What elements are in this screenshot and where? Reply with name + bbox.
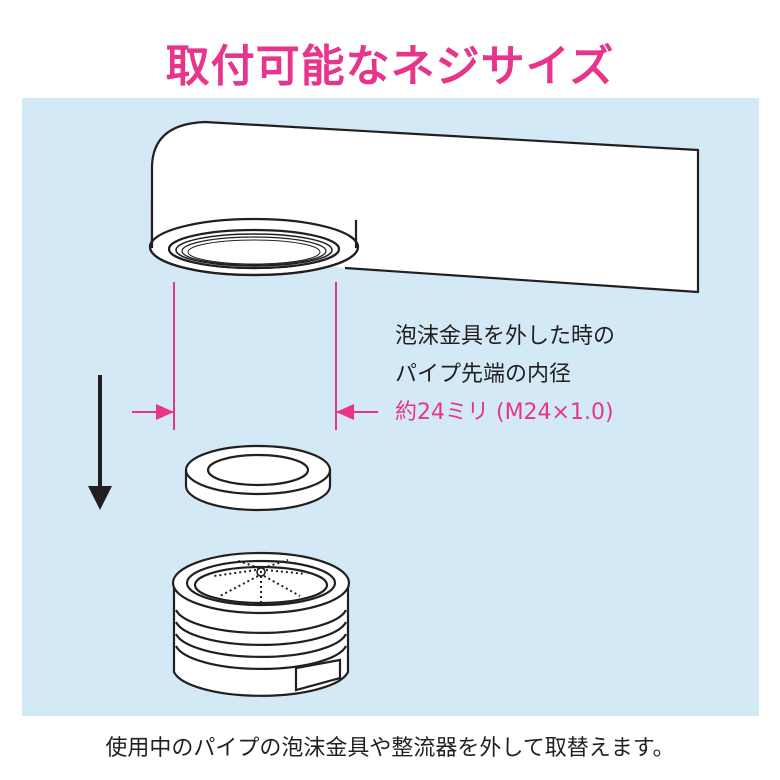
down-arrow-icon (88, 375, 112, 510)
dimension-lines (132, 282, 378, 430)
page-title: 取付可能なネジサイズ (165, 41, 615, 92)
aerator-mesh (213, 559, 307, 602)
dimension-arrow-icon (156, 404, 354, 420)
annotation-line-2: パイプ先端の内径 (395, 362, 572, 387)
annotation-line-1: 泡沫金具を外した時の (395, 324, 616, 349)
dimension-annotation: 泡沫金具を外した時の パイプ先端の内径 約24ミリ (M24×1.0) (395, 318, 615, 432)
caption: 使用中のパイプの泡沫金具や整流器を外して取替えます。 (105, 736, 675, 761)
annotation-size: 約24ミリ (M24×1.0) (395, 400, 614, 425)
washer (184, 444, 332, 512)
